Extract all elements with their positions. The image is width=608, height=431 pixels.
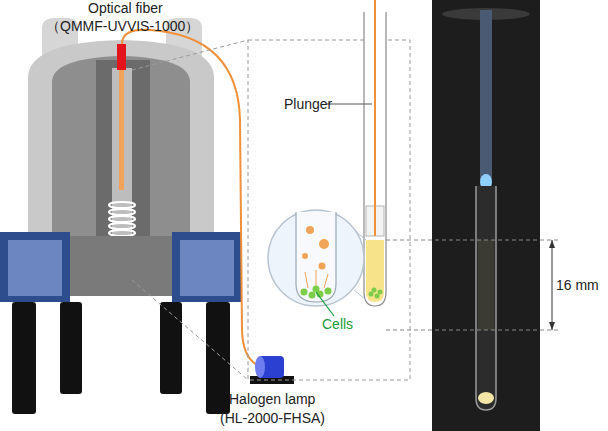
part-label: Plunger [284,96,332,113]
coil [109,202,135,236]
nmr-tube [364,0,386,306]
dimension-arrow [549,322,555,330]
part-label: Halogen lamp [229,391,315,408]
clamp-block [172,232,242,302]
model-label: （QMMF-UVVIS-1000） [46,18,199,35]
clamp-face [180,240,234,296]
dimension-bracket [552,240,553,330]
part-label: Cells [322,316,353,333]
optical-fiber [122,30,268,368]
base-blocks [0,232,242,302]
fiber-connector [117,44,126,70]
part-label: Optical fiber [88,0,163,17]
model-label: (HL-2000-FHSA) [220,410,325,427]
zoom-line [132,40,248,70]
dimension-line [386,240,560,241]
dimension-label: 16 mm [556,277,599,294]
clamp-block [0,232,70,302]
base-plate [70,236,172,296]
dimension-line [386,330,560,331]
clamp-face [8,240,62,296]
dimension-arrow [549,240,555,248]
magnifier [268,210,366,306]
photo [432,0,540,431]
zoom-line [132,280,248,380]
legs [12,302,230,414]
leader-line [326,104,372,105]
fiber-probe [119,70,124,190]
cells-leader [316,292,334,316]
